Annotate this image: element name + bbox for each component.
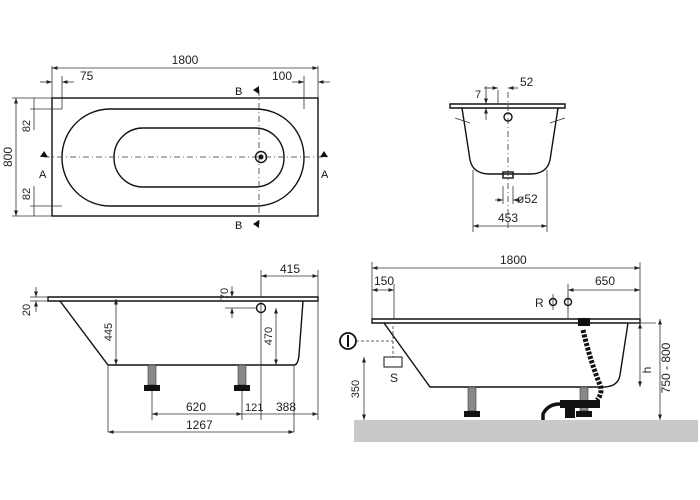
dim-side-left-depth: 445: [103, 323, 115, 341]
dim-side-right-height-range: 750 - 800: [659, 342, 673, 393]
side-right-rim: [371, 318, 641, 324]
dim-side-right-length: 1800: [500, 253, 527, 267]
dim-side-left-foot-gap: 121: [245, 402, 263, 414]
side-right-foot-2: [576, 386, 592, 417]
plan-view: 1800 75 100 800 82 82 A A B B: [1, 53, 330, 232]
dim-side-left-foot-to-end: 388: [276, 400, 296, 414]
tub-bottom-outline: [113, 127, 285, 188]
waste-overflow-pipe: [541, 318, 604, 420]
r-symbol-1: [548, 294, 558, 310]
dim-side-left-feet-spacing: 620: [186, 400, 206, 414]
dim-cross-rim-height: 7: [475, 89, 481, 101]
dim-side-right-h: h: [640, 367, 654, 374]
dim-plan-rim-bottom: 82: [21, 188, 33, 200]
floor: [354, 420, 698, 442]
dim-side-right-left-offset: 150: [374, 274, 394, 288]
label-s: S: [390, 371, 398, 385]
cross-section-basin: [461, 107, 559, 175]
r-symbol-2: [563, 294, 573, 310]
side-right-foot-1: [464, 386, 480, 417]
dim-cross-outlet-offset: 52: [520, 75, 534, 89]
side-left-foot-1: [144, 364, 160, 391]
dim-side-left-overflow-height: 70: [219, 288, 231, 300]
dim-side-right-right-offset: 650: [595, 274, 615, 288]
side-right-body: [383, 322, 629, 388]
label-r: R: [535, 296, 544, 310]
dim-side-left-overflow-offset: 415: [280, 262, 300, 276]
section-marker-a-left: A: [39, 169, 47, 181]
dim-plan-width: 800: [1, 147, 15, 167]
dim-side-left-rim-thickness: 20: [21, 304, 33, 316]
tub-basin-outline: [61, 108, 305, 207]
dim-plan-rim-left: 75: [80, 69, 94, 83]
dim-cross-bottom-width: 453: [498, 211, 518, 225]
dim-side-left-overflow-depth: 470: [263, 327, 275, 345]
dim-plan-length: 1800: [172, 53, 199, 67]
dim-side-left-base-length: 1267: [186, 418, 213, 432]
dim-side-right-floor-height: 350: [350, 380, 362, 398]
dim-plan-rim-right: 100: [272, 69, 292, 83]
dim-cross-drain-diameter: ø52: [517, 192, 538, 206]
drain-trap-symbol: [339, 326, 403, 368]
dim-plan-rim-top: 82: [21, 120, 33, 132]
section-marker-b-top: B: [235, 86, 242, 98]
side-left-foot-2: [234, 364, 250, 391]
side-view-left: 20 445 415 70 470 620 121 388 1267: [21, 262, 319, 434]
side-left-rim: [47, 296, 319, 302]
side-view-right: 1800 150 650 R S 350: [339, 253, 698, 442]
section-marker-a-right: A: [321, 169, 329, 181]
cross-section-view: 52 7 ø52 453: [449, 75, 566, 232]
section-marker-b-bottom: B: [235, 220, 242, 232]
cross-section-rim: [449, 103, 566, 109]
